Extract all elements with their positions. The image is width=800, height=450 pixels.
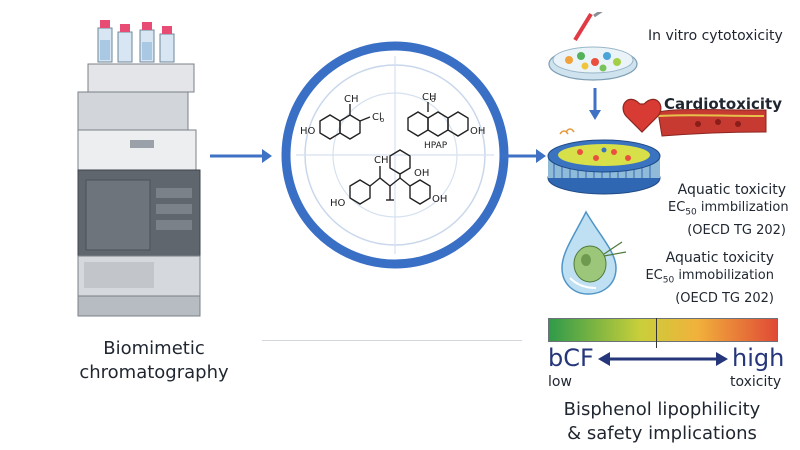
label-hpap: HPAP: [424, 141, 448, 151]
ec-sub: 50: [685, 207, 697, 218]
caption-line: chromatography: [79, 362, 229, 383]
scale-left-sub: low: [548, 374, 572, 390]
ec50-line: EC50 immbilization: [668, 199, 789, 222]
flow-arrow-2: [502, 149, 546, 163]
cardiotoxicity-label: Cardiotoxicity: [664, 95, 782, 113]
bisphenol-structure-2: [407, 102, 469, 137]
caption-line: Bisphenol lipophilicity: [563, 399, 761, 420]
petri-dish-icon: [548, 12, 638, 81]
label-cl: Cl: [372, 112, 382, 123]
heart-icon: [622, 98, 767, 137]
ec-text: EC: [668, 200, 686, 215]
label-oh: OH: [432, 194, 447, 205]
bisphenol-structure-3: [349, 149, 431, 205]
label-ch: CH: [344, 94, 359, 105]
aquatic-title: Aquatic toxicity: [665, 250, 774, 266]
label-ch: CH: [374, 155, 389, 166]
ec-rest: immobilization: [674, 268, 774, 283]
label-ho: HO: [330, 198, 346, 209]
aquatic-toxicity-2: Aquatic toxicity EC50 immobilization (OE…: [616, 250, 774, 307]
gradient-tick: [656, 318, 657, 348]
hplc-instrument: [77, 20, 201, 317]
bisphenol-structure-1: [319, 104, 371, 140]
molecule-ring: HO CH Cl o CH o HPAP OH CH HO OH OH: [281, 41, 509, 269]
daphnia-icon: [561, 210, 627, 295]
caption-line: & safety implications: [567, 423, 757, 444]
down-arrow: [589, 88, 601, 120]
flow-arrow-1: [210, 149, 272, 163]
in-vitro-label: In vitro cytotoxicity: [648, 28, 783, 44]
module-top: [87, 63, 195, 93]
aquatic-title: Aquatic toxicity: [677, 182, 786, 198]
label-oh: OH: [470, 126, 485, 137]
caption-line: Biomimetic: [103, 338, 205, 359]
ec-sub: 50: [662, 275, 675, 286]
double-arrow: [598, 352, 728, 366]
cell-membrane-icon: [547, 128, 661, 195]
right-caption: Bisphenol lipophilicity & safety implica…: [540, 398, 784, 446]
scale-left-label: bCF: [548, 344, 594, 372]
ec-text: EC: [645, 268, 663, 283]
aquatic-toxicity-1: Aquatic toxicity EC50 immbilization (OEC…: [668, 182, 789, 239]
label-oh-top: OH: [414, 168, 429, 179]
label-ho: HO: [300, 126, 316, 137]
label-ch-sub: o: [431, 96, 435, 104]
toxicity-gradient-bar: [548, 318, 778, 342]
guideline-text: (OECD TG 202): [687, 222, 786, 238]
module-solvent-tray: [77, 91, 189, 131]
label-ch: CH: [422, 92, 437, 103]
divider-line: [262, 340, 522, 341]
ec50-line: EC50 immobilization: [616, 267, 774, 290]
label-cl-sub: o: [380, 116, 384, 124]
ec-rest: immbilization: [696, 200, 789, 215]
guideline-text: (OECD TG 202): [675, 290, 774, 306]
left-caption: Biomimetic chromatography: [56, 337, 252, 385]
scale-right-sub: toxicity: [730, 374, 782, 390]
module-pump: [77, 129, 197, 171]
solvent-bottles: [97, 20, 175, 63]
scale-right-label: high: [732, 344, 785, 372]
